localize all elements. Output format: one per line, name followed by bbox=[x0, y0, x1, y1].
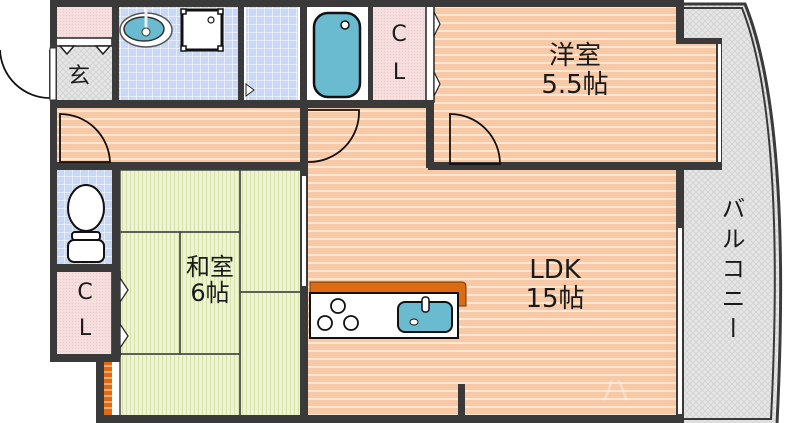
balcony-label: バルコニー bbox=[717, 196, 745, 346]
washing-machine-icon bbox=[180, 8, 224, 52]
japanese-room-tatami bbox=[119, 169, 303, 417]
closet-top-label-l: L bbox=[392, 60, 406, 85]
western-room-name: 洋室 bbox=[548, 41, 601, 71]
closet-left-label-l: L bbox=[78, 316, 92, 341]
western-room-door bbox=[449, 113, 501, 165]
western-room-size: 5.5帖 bbox=[541, 69, 609, 100]
japanese-room-name: 和室 bbox=[186, 253, 234, 281]
ldk-name: LDK bbox=[529, 255, 581, 285]
closet-top-label-c: C bbox=[391, 22, 407, 47]
toilet-icon bbox=[67, 184, 105, 263]
bathroom-door bbox=[307, 109, 360, 163]
entrance-label: 玄 bbox=[68, 64, 91, 89]
japanese-room-size: 6帖 bbox=[190, 279, 230, 308]
kitchen-sink-icon bbox=[397, 296, 453, 333]
closet-left-label-c: C bbox=[77, 280, 93, 305]
front-door bbox=[0, 47, 57, 101]
hallway-floor bbox=[56, 108, 304, 164]
washbasin-icon bbox=[119, 8, 173, 48]
bathtub-icon bbox=[312, 11, 362, 99]
ldk-size: 15帖 bbox=[525, 283, 585, 314]
watermark-logo: ハ bbox=[600, 374, 630, 409]
closet-left bbox=[56, 272, 112, 356]
hallway-door bbox=[59, 113, 111, 163]
western-room-floor bbox=[432, 6, 682, 166]
closet-top bbox=[372, 6, 426, 102]
western-room-label: 洋室 5.5帖 bbox=[520, 42, 630, 99]
ldk-label: LDK 15帖 bbox=[500, 256, 610, 313]
japanese-room-label: 和室 6帖 bbox=[160, 254, 260, 307]
shoe-closet bbox=[56, 6, 112, 38]
stove-burners-icon bbox=[317, 298, 359, 331]
